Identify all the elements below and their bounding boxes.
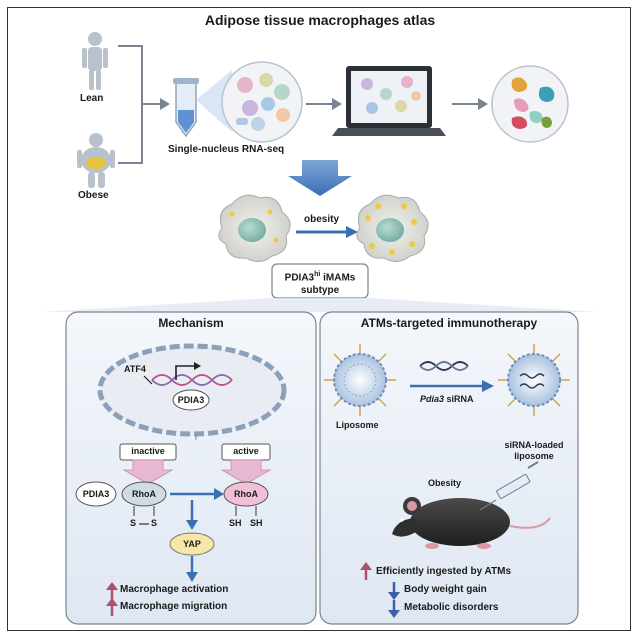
- big-down-arrow: [288, 160, 352, 196]
- up-arrow-icon-3: [360, 562, 372, 580]
- sulfur-left-label: S: [130, 518, 137, 528]
- yap-label: YAP: [183, 539, 201, 549]
- obesity-mouse-label: Obesity: [428, 478, 462, 488]
- lean-label: Lean: [80, 93, 104, 104]
- sh-left-label: SH: [229, 518, 242, 528]
- therapy-title: ATMs-targeted immunotherapy: [360, 316, 538, 330]
- macrophage-before-icon: [218, 194, 291, 262]
- subtype-label: PDIA3hi iMAMs subtype: [272, 268, 368, 297]
- macrophage-after-icon: [356, 194, 429, 262]
- test-tube-icon: [173, 78, 199, 138]
- liposome-label: Liposome: [336, 420, 379, 430]
- loaded-liposome-label: siRNA-loaded liposome: [496, 440, 572, 462]
- sirna-gene: Pdia3: [420, 394, 445, 404]
- effect-ingested: Efficiently ingested by ATMs: [376, 566, 512, 577]
- outcome-activation: Macrophage activation: [120, 584, 229, 595]
- rhoa-inactive-label: RhoA: [132, 489, 156, 499]
- active-label: active: [233, 446, 259, 456]
- atf4-label: ATF4: [124, 364, 146, 374]
- down-arrow-icon-2: [388, 600, 400, 618]
- pdia3-protein-label: PDIA3: [82, 489, 110, 499]
- liposome-icon: [324, 344, 396, 416]
- loaded-line1: siRNA-loaded: [504, 440, 564, 450]
- mouse-icon: [392, 497, 551, 549]
- subtype-gene: PDIA3: [284, 272, 315, 284]
- lean-person-icon: [82, 32, 108, 90]
- yap-shape: [169, 532, 215, 556]
- obese-label: Obese: [78, 190, 109, 201]
- nuclei-sample-circle: [221, 61, 303, 143]
- laptop-icon: [332, 66, 446, 136]
- dna-helix-icon: [151, 374, 233, 386]
- umap-atlas-circle: [491, 65, 569, 143]
- subtype-word: subtype: [300, 285, 340, 297]
- sirna-label: Pdia3 siRNA: [420, 394, 474, 404]
- rhoa-inactive-shape: [121, 481, 167, 507]
- sh-right-label: SH: [250, 518, 263, 528]
- sulfur-right-label: S: [151, 518, 158, 528]
- effect-weight: Body weight gain: [404, 584, 487, 595]
- figure-frame: [7, 7, 631, 631]
- subtype-sup: hi: [314, 271, 321, 278]
- sirna-loaded-liposome-icon: [498, 344, 570, 416]
- outcome-migration: Macrophage migration: [120, 601, 228, 612]
- down-arrow-icon-1: [388, 582, 400, 600]
- loaded-line2: liposome: [514, 451, 554, 461]
- pdia3-protein-shape: [75, 481, 117, 507]
- syringe-icon: [479, 461, 539, 511]
- seq-label: Single-nucleus RNA-seq: [168, 144, 285, 155]
- obese-person-icon: [77, 133, 115, 188]
- sirna-rest: siRNA: [444, 394, 474, 404]
- sirna-helix-icon: [419, 361, 469, 371]
- rhoa-active-label: RhoA: [234, 489, 258, 499]
- effect-metabolic: Metabolic disorders: [404, 602, 499, 613]
- obesity-arrow-label: obesity: [304, 214, 340, 225]
- figure-title: Adipose tissue macrophages atlas: [204, 12, 436, 28]
- subtype-rest: iMAMs: [320, 272, 356, 284]
- up-arrow-icon-2: [106, 598, 118, 616]
- pdia3-gene-label: PDIA3: [177, 395, 205, 405]
- mechanism-title: Mechanism: [158, 316, 224, 330]
- inactive-label: inactive: [131, 446, 165, 456]
